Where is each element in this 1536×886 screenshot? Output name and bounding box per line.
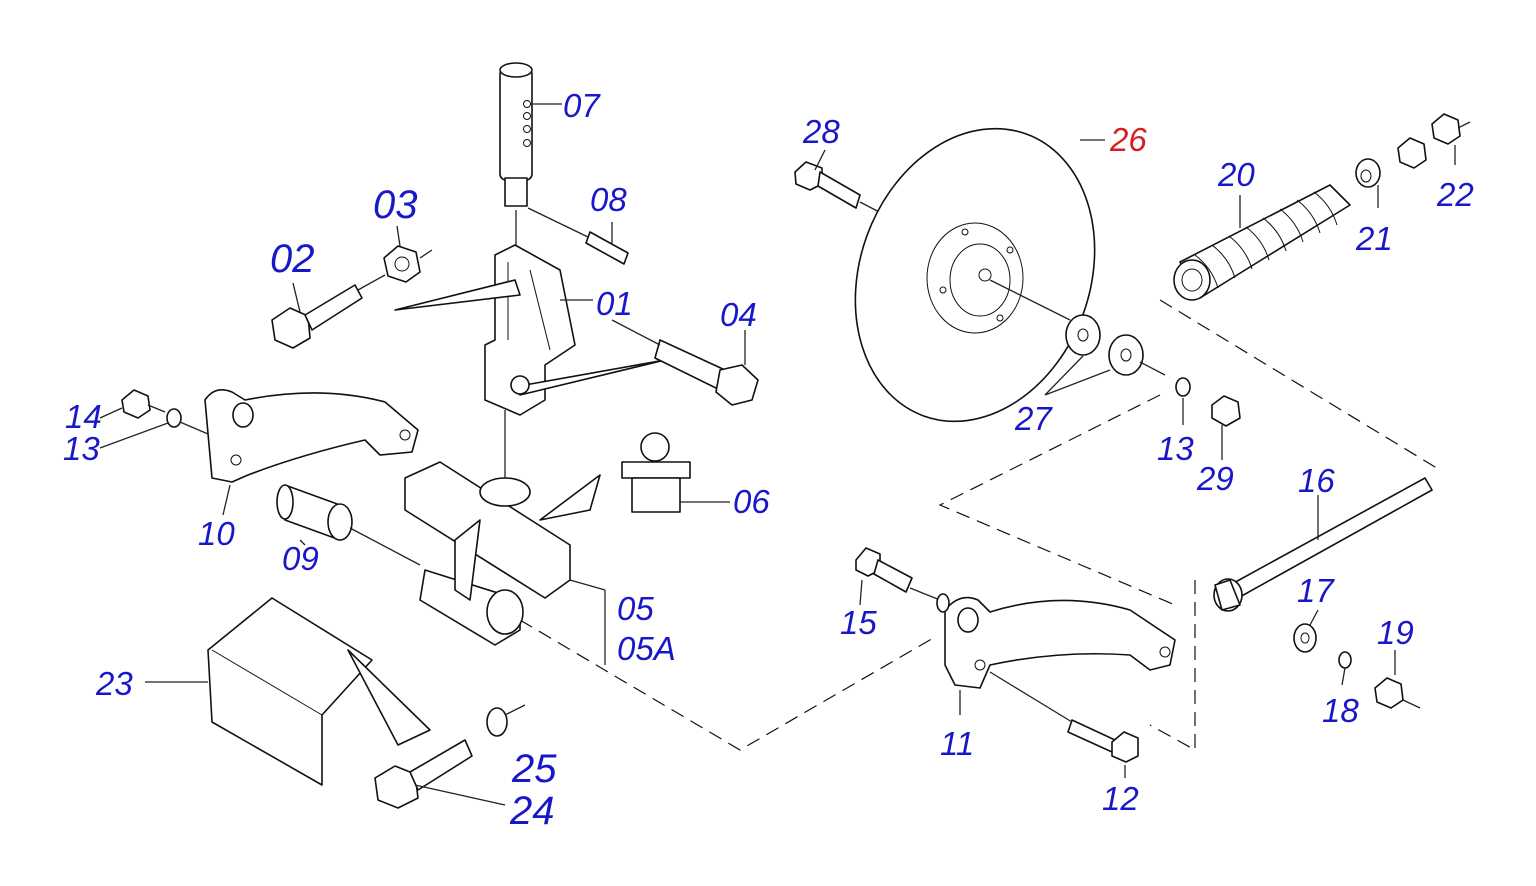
part-06-grease-fitting[interactable] xyxy=(621,432,730,513)
callout-21: 21 xyxy=(1355,220,1393,257)
part-19-nut[interactable] xyxy=(1374,677,1421,709)
part-26-disc[interactable] xyxy=(816,95,1135,456)
part-09-bushing[interactable] xyxy=(276,484,421,566)
callout-23: 23 xyxy=(95,665,133,702)
part-29-nut[interactable] xyxy=(1211,395,1241,427)
callout-24: 24 xyxy=(509,789,555,833)
part-01-lever-bracket[interactable] xyxy=(394,244,666,480)
callout-20: 20 xyxy=(1217,156,1255,193)
part-13-washer-left[interactable] xyxy=(166,408,209,435)
callout-06: 06 xyxy=(733,483,770,520)
part-11-arm[interactable] xyxy=(936,593,1176,689)
callout-15: 15 xyxy=(840,604,877,641)
part-28-bolt[interactable] xyxy=(794,161,886,216)
part-15-bolt[interactable] xyxy=(855,547,941,601)
callout-18: 18 xyxy=(1322,692,1359,729)
callout-11: 11 xyxy=(940,725,974,762)
callout-03: 03 xyxy=(373,183,418,227)
part-17-washer[interactable] xyxy=(1293,623,1317,653)
part-03-nut[interactable] xyxy=(383,245,433,283)
callout-05a: 05A xyxy=(617,630,676,667)
callout-labels: 07 08 01 02 03 04 14 13 10 09 06 05 05A … xyxy=(63,87,1474,833)
callout-17: 17 xyxy=(1297,572,1335,609)
callout-04: 04 xyxy=(720,296,757,333)
part-24-bolt[interactable] xyxy=(374,739,473,809)
part-02-bolt[interactable] xyxy=(271,274,386,349)
part-04-bolt[interactable] xyxy=(611,319,759,406)
callout-14: 14 xyxy=(65,398,102,435)
part-18-washer[interactable] xyxy=(1338,651,1352,669)
part-22-nuts[interactable] xyxy=(1397,113,1471,169)
callout-13-right: 13 xyxy=(1157,430,1194,467)
callout-19: 19 xyxy=(1377,614,1414,651)
part-12-bolt[interactable] xyxy=(989,671,1139,763)
callout-13-left: 13 xyxy=(63,430,100,467)
part-16-rod[interactable] xyxy=(1213,477,1433,612)
callout-05: 05 xyxy=(617,590,654,627)
part-14-nut-left[interactable] xyxy=(121,389,166,419)
part-05-frame-mount[interactable] xyxy=(404,461,606,665)
part-08-pin[interactable] xyxy=(527,207,629,265)
part-23-cover-plate[interactable] xyxy=(207,597,431,786)
leader-lines xyxy=(99,103,1456,806)
callout-01: 01 xyxy=(596,285,633,322)
part-13-washer-right[interactable] xyxy=(1175,377,1191,397)
callout-12: 12 xyxy=(1102,780,1139,817)
callout-10: 10 xyxy=(198,515,235,552)
callout-07: 07 xyxy=(563,87,601,124)
part-27-washers[interactable] xyxy=(1065,314,1166,376)
callout-16: 16 xyxy=(1298,462,1335,499)
callout-26: 26 xyxy=(1109,121,1147,158)
callout-02: 02 xyxy=(270,237,315,281)
callout-27: 27 xyxy=(1014,400,1053,437)
part-21-washer[interactable] xyxy=(1355,158,1381,188)
callout-28: 28 xyxy=(802,113,840,150)
callout-09: 09 xyxy=(282,540,319,577)
part-20-spring[interactable] xyxy=(1173,184,1351,301)
part-10-arm[interactable] xyxy=(204,389,419,483)
callout-08: 08 xyxy=(590,181,627,218)
callout-25: 25 xyxy=(511,747,557,791)
part-25-washer[interactable] xyxy=(486,704,526,737)
assembly-dashed-lines xyxy=(519,299,1441,752)
callout-29: 29 xyxy=(1196,460,1234,497)
part-07-handle[interactable] xyxy=(499,62,533,250)
callout-22: 22 xyxy=(1436,176,1474,213)
